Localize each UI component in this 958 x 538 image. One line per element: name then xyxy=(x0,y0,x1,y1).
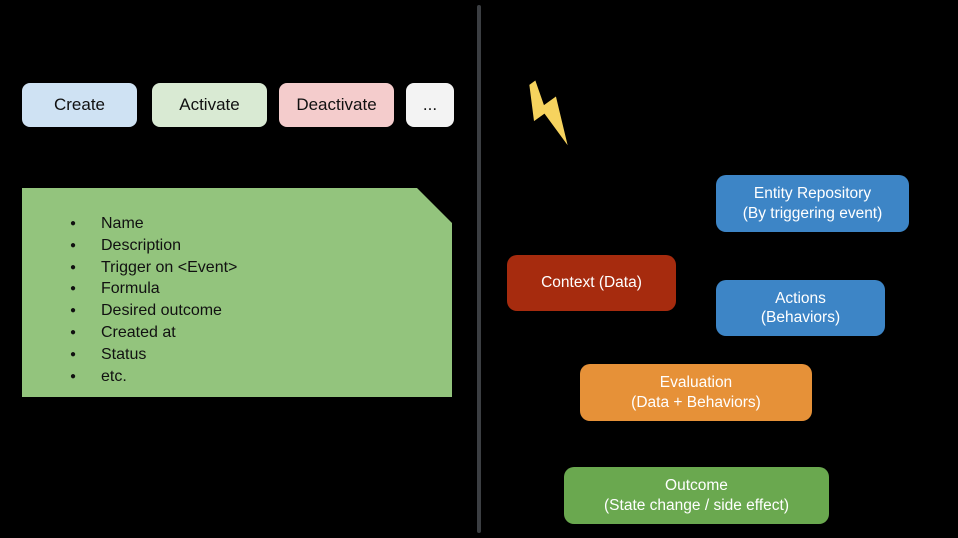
node-label: Actions xyxy=(775,289,826,307)
activate-button[interactable]: Activate xyxy=(152,83,267,127)
actions-node: Actions (Behaviors) xyxy=(716,280,885,336)
outcome-node: Outcome (State change / side effect) xyxy=(564,467,829,524)
node-sublabel: (Behaviors) xyxy=(760,309,841,326)
list-item: Formula xyxy=(70,278,452,300)
entity-repository-node: Entity Repository (By triggering event) xyxy=(716,175,909,232)
list-item: etc. xyxy=(70,366,452,388)
list-item: Status xyxy=(70,344,452,366)
entity-attributes-list: Name Description Trigger on <Event> Form… xyxy=(22,188,452,387)
list-item: Trigger on <Event> xyxy=(70,257,452,279)
node-label: Context (Data) xyxy=(541,274,642,292)
node-sublabel: (By triggering event) xyxy=(742,204,883,222)
list-item: Description xyxy=(70,235,452,257)
lightning-bolt-shape xyxy=(529,80,568,146)
list-item: Created at xyxy=(70,322,452,344)
node-sublabel: (Data + Behaviors) xyxy=(631,393,761,411)
node-label: Evaluation xyxy=(659,374,733,391)
evaluation-node: Evaluation (Data + Behaviors) xyxy=(580,364,812,421)
lightning-bolt-icon xyxy=(529,80,568,146)
more-button[interactable]: ... xyxy=(406,83,454,127)
entity-attributes-note: Name Description Trigger on <Event> Form… xyxy=(22,188,452,397)
node-sublabel: (State change / side effect) xyxy=(604,496,789,514)
list-item: Desired outcome xyxy=(70,300,452,322)
node-label: Entity Repository xyxy=(753,185,872,202)
create-button[interactable]: Create xyxy=(22,83,137,127)
context-node: Context (Data) xyxy=(507,255,676,311)
node-label: Outcome xyxy=(665,477,728,494)
divider-line xyxy=(477,5,481,533)
list-item: Name xyxy=(70,213,452,235)
deactivate-button[interactable]: Deactivate xyxy=(279,83,394,127)
